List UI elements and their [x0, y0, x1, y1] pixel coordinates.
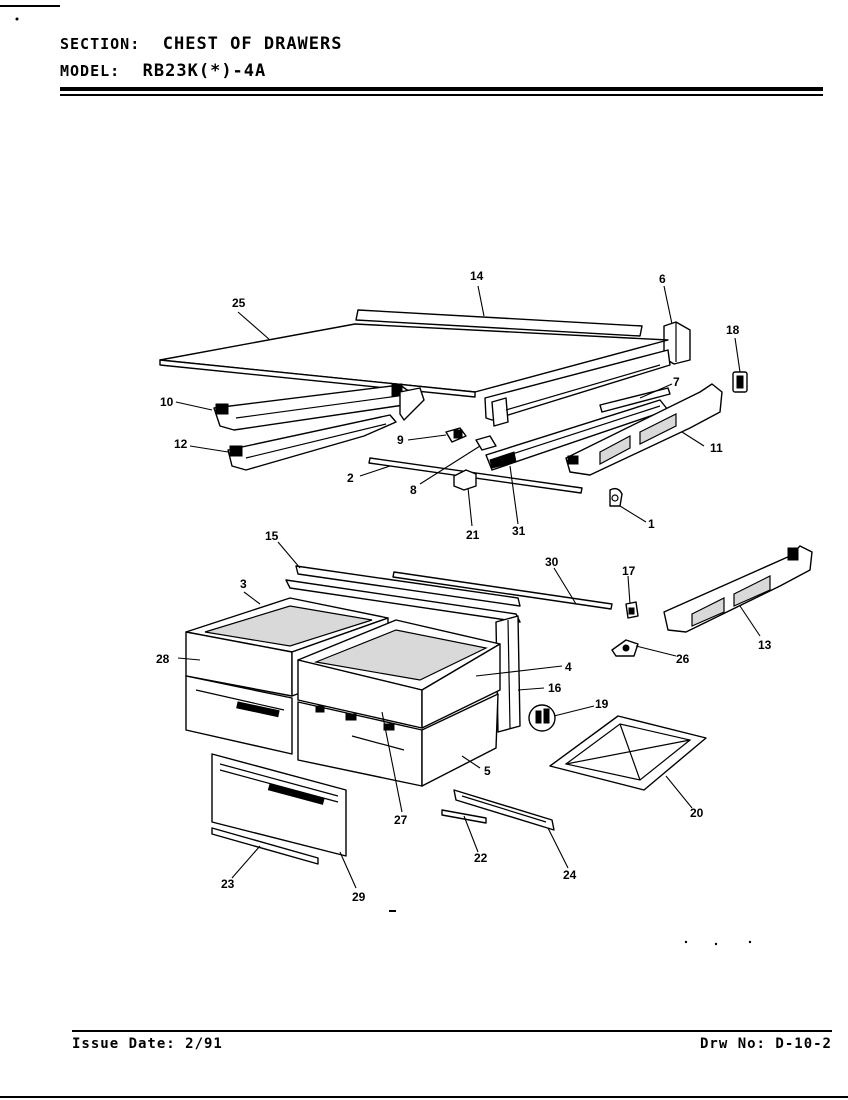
- part-lower-drawer-5: [297, 693, 499, 787]
- section-label: SECTION:: [60, 35, 141, 53]
- callout-27: 27: [394, 813, 408, 827]
- part-cam-26: [611, 639, 639, 657]
- callout-17: 17: [622, 564, 636, 578]
- callout-11: 11: [710, 441, 723, 455]
- part-block-21: [453, 469, 477, 491]
- part-right-frame: [484, 349, 671, 427]
- callout-5: 5: [484, 764, 491, 778]
- callout-14: 14: [470, 269, 484, 283]
- header-rule-thin: [60, 94, 823, 96]
- part-left-frame: [399, 387, 425, 421]
- scan-specks: [15, 17, 752, 946]
- callout-19: 19: [595, 697, 609, 711]
- callout-28: 28: [156, 652, 170, 666]
- callout-2: 2: [347, 471, 354, 485]
- part-rail-assembly-13: [663, 545, 813, 633]
- part-drawer-front-29: [211, 753, 347, 857]
- callout-6: 6: [659, 272, 666, 286]
- issue-date: Issue Date: 2/91: [72, 1036, 223, 1052]
- callout-labels: 14 6 25 18 7 10 12 11 9 8 2 21 31 1 15 3…: [156, 269, 772, 904]
- part-track-24: [453, 789, 555, 831]
- part-cover-rail-15: [285, 565, 521, 623]
- callout-25: 25: [232, 296, 246, 310]
- header-rule-thick: [60, 87, 823, 91]
- section-value: CHEST OF DRAWERS: [162, 34, 343, 54]
- callout-3: 3: [240, 577, 247, 591]
- callout-23: 23: [221, 877, 235, 891]
- part-rod-30: [392, 571, 613, 610]
- callout-4: 4: [565, 660, 572, 674]
- callout-8: 8: [410, 483, 417, 497]
- callout-18: 18: [726, 323, 740, 337]
- callout-30: 30: [545, 555, 559, 569]
- callout-31: 31: [512, 524, 526, 538]
- part-rail-assembly-11: [565, 383, 723, 476]
- part-tray-20: [549, 715, 707, 791]
- callout-13: 13: [758, 638, 772, 652]
- part-left-rail-12: [227, 414, 397, 471]
- callout-1: 1: [648, 517, 655, 531]
- part-hinge-clip-1: [609, 487, 623, 507]
- leader-lines: [175, 285, 761, 889]
- part-slide-rail-31: [485, 399, 669, 471]
- bottom-edge-line: [0, 1096, 848, 1098]
- callout-26: 26: [676, 652, 690, 666]
- part-rear-rail: [355, 309, 643, 337]
- callout-24: 24: [563, 868, 577, 882]
- part-clip-18: [732, 371, 748, 393]
- callout-20: 20: [690, 806, 704, 820]
- callout-7: 7: [673, 375, 680, 389]
- callout-9: 9: [397, 433, 404, 447]
- top-edge-line: [0, 5, 60, 7]
- callout-15: 15: [265, 529, 279, 543]
- model-label: MODEL:: [60, 62, 121, 80]
- callout-12: 12: [174, 437, 188, 451]
- section-heading: SECTION: CHEST OF DRAWERS: [60, 34, 343, 54]
- callout-16: 16: [548, 681, 562, 695]
- part-block-8: [475, 435, 497, 451]
- part-frame-16: [495, 615, 521, 733]
- drawing-number: Drw No: D-10-2: [699, 1036, 832, 1052]
- model-heading: MODEL: RB23K(*)-4A: [60, 61, 266, 81]
- callout-10: 10: [160, 395, 174, 409]
- part-drawer-face-28: [185, 675, 293, 755]
- part-latch-19: [528, 704, 556, 732]
- callout-22: 22: [474, 851, 488, 865]
- part-rail-7: [599, 387, 671, 413]
- part-center-drawer-4: [297, 619, 501, 729]
- model-value: RB23K(*)-4A: [142, 61, 267, 81]
- part-connector-9: [445, 427, 467, 443]
- part-trim-strip-23: [211, 827, 319, 865]
- part-clip-17: [625, 601, 639, 619]
- footer-rule: [72, 1030, 832, 1032]
- callout-21: 21: [466, 528, 480, 542]
- callout-29: 29: [352, 890, 366, 904]
